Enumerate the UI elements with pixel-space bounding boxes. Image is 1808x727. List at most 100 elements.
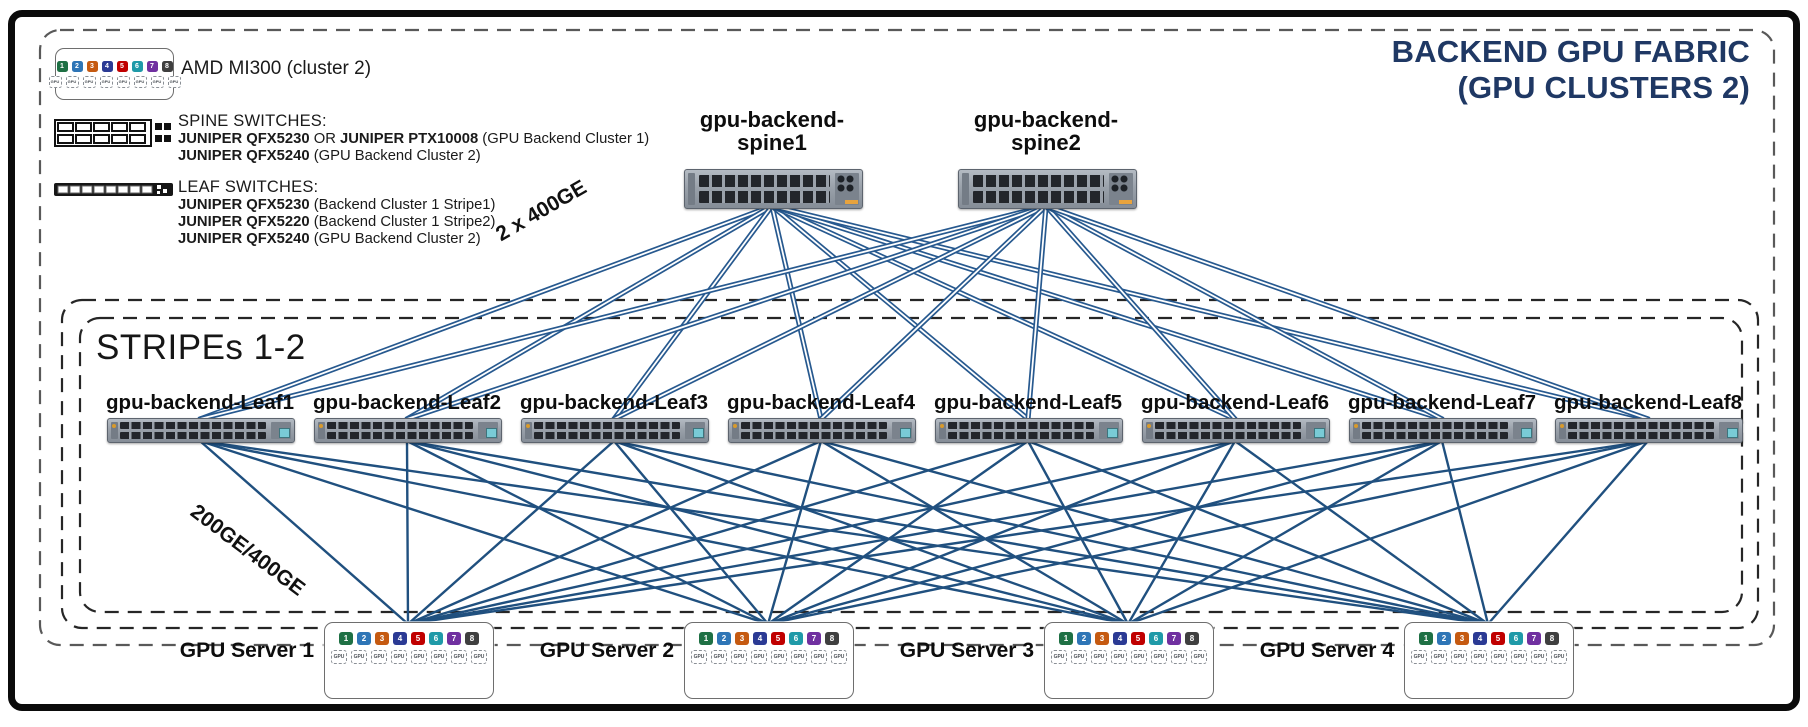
- gpu-die-4: 4: [753, 632, 767, 645]
- spine-label-line1: gpu-backend-: [699, 107, 845, 132]
- chassis-endcap: [1513, 422, 1533, 439]
- legend-gpu-label: AMD MI300 (cluster 2): [181, 58, 372, 79]
- switch-model-note: (GPU Backend Cluster 2): [309, 231, 481, 247]
- port-row: [972, 191, 1104, 203]
- legend-leaf-model-line: JUNIPER QFX5220 (Backend Cluster 1 Strip…: [178, 214, 495, 231]
- gpu-die-3: 3: [1095, 632, 1109, 645]
- gpu-chip: GPU: [1151, 650, 1167, 664]
- gpu-die-6: 6: [1509, 632, 1523, 645]
- gpu-chip: GPU: [391, 650, 407, 664]
- port-row: [1362, 432, 1508, 439]
- gpu-die-3: 3: [1455, 632, 1469, 645]
- gpu-chip: GPU: [1531, 650, 1547, 664]
- gpu-die-6: 6: [789, 632, 803, 645]
- leaf-switch-icon: [54, 183, 173, 196]
- port-row: [120, 422, 266, 429]
- gpu-chip: GPU: [167, 75, 181, 88]
- port-row: [327, 432, 473, 439]
- switch-model-note: (Backend Cluster 1 Stripe2): [309, 214, 496, 230]
- gpu-chip: GPU: [1111, 650, 1127, 664]
- leaf-node-label: gpu-backend-Leaf8: [1554, 391, 1742, 414]
- chassis-rail: [1353, 422, 1360, 439]
- spine-node-label: gpu-backend-spine2: [926, 108, 1166, 154]
- gpu-chip: GPU: [371, 650, 387, 664]
- gpu-die-5: 5: [116, 60, 128, 72]
- port-row: [948, 422, 1094, 429]
- legend-spine-switches: SPINE SWITCHES: JUNIPER QFX5230 OR JUNIP…: [178, 112, 649, 165]
- gpu-die-1: 1: [699, 632, 713, 645]
- leaf-node-label: gpu-backend-Leaf5: [934, 391, 1122, 414]
- switch-model-note: (Backend Cluster 1 Stripe1): [309, 197, 496, 213]
- chassis-endcap: [478, 422, 498, 439]
- leaf-node-label: gpu-backend-Leaf3: [520, 391, 708, 414]
- gpu-die-5: 5: [771, 632, 785, 645]
- gpu-die-6: 6: [429, 632, 443, 645]
- gpu-server-label: GPU Server 1: [179, 639, 314, 662]
- gpu-chip: GPU: [65, 75, 79, 88]
- chassis-endcap: [685, 422, 705, 439]
- spine-node-label: gpu-backend-spine1: [652, 108, 892, 154]
- leaf-node-label: gpu-backend-Leaf2: [313, 391, 501, 414]
- switch-model-note: (GPU Backend Cluster 1): [478, 131, 650, 147]
- gpu-die-2: 2: [71, 60, 83, 72]
- spine-label-line1: gpu-backend-: [973, 107, 1119, 132]
- gpu-chip: GPU: [431, 650, 447, 664]
- chassis-rail: [961, 173, 969, 205]
- port-row: [698, 175, 830, 187]
- legend-leaf-model-line: JUNIPER QFX5230 (Backend Cluster 1 Strip…: [178, 197, 495, 214]
- port-row: [327, 422, 473, 429]
- gpu-die-8: 8: [161, 60, 173, 72]
- spine-switch-image: [957, 169, 1137, 209]
- chassis-rail: [939, 422, 946, 439]
- diagram-title: BACKEND GPU FABRIC (GPU CLUSTERS 2): [1392, 34, 1750, 106]
- port-row: [972, 175, 1104, 187]
- gpu-die-5: 5: [1131, 632, 1145, 645]
- leaf-switch-image: [1555, 418, 1743, 443]
- gpu-die-7: 7: [447, 632, 461, 645]
- stripes-dashed-boundary-outer: [60, 298, 1760, 630]
- leaf-switch-image: [728, 418, 916, 443]
- gpu-die-1: 1: [339, 632, 353, 645]
- gpu-die-2: 2: [717, 632, 731, 645]
- chassis-endcap: [834, 173, 859, 205]
- switch-model-name: JUNIPER QFX5230: [178, 131, 310, 147]
- chassis-endcap: [271, 422, 291, 439]
- gpu-chip: GPU: [811, 650, 827, 664]
- gpu-die-3: 3: [375, 632, 389, 645]
- switch-model-name: JUNIPER QFX5230: [178, 197, 310, 213]
- gpu-die-7: 7: [1167, 632, 1181, 645]
- gpu-chip: GPU: [711, 650, 727, 664]
- spine-label-line2: spine1: [737, 130, 807, 155]
- gpu-chip: GPU: [1051, 650, 1067, 664]
- gpu-chip: GPU: [82, 75, 96, 88]
- switch-model-name: JUNIPER QFX5220: [178, 214, 310, 230]
- gpu-chip: GPU: [150, 75, 164, 88]
- gpu-die-4: 4: [101, 60, 113, 72]
- gpu-chip: GPU: [411, 650, 427, 664]
- chassis-rail: [1146, 422, 1153, 439]
- gpu-die-5: 5: [1491, 632, 1505, 645]
- gpu-die-5: 5: [411, 632, 425, 645]
- port-row: [741, 432, 887, 439]
- gpu-chip: GPU: [133, 75, 147, 88]
- gpu-die-2: 2: [1077, 632, 1091, 645]
- gpu-chip: GPU: [731, 650, 747, 664]
- switch-model-name: JUNIPER QFX5240: [178, 231, 310, 247]
- gpu-die-1: 1: [56, 60, 68, 72]
- gpu-chip: GPU: [1491, 650, 1507, 664]
- leaf-switch-image: [314, 418, 502, 443]
- leaf-node-label: gpu-backend-Leaf7: [1348, 391, 1536, 414]
- port-row: [1568, 432, 1714, 439]
- spine-leaf-links: [197, 203, 1651, 422]
- title-line1: BACKEND GPU FABRIC: [1391, 34, 1750, 69]
- gpu-server-label: GPU Server 3: [899, 639, 1034, 662]
